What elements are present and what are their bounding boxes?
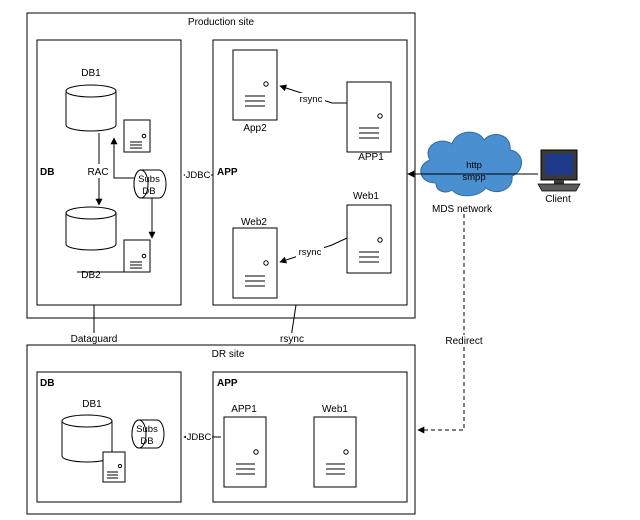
subs-to-db1-arrow bbox=[110, 137, 134, 179]
production-jdbc-label: JDBC bbox=[186, 170, 211, 181]
client-computer-icon bbox=[537, 149, 581, 192]
dr-jdbc-bg bbox=[186, 431, 212, 443]
mds-network-label: MDS network bbox=[432, 204, 493, 215]
rsync-bottom-bg bbox=[296, 246, 324, 258]
production-site-title: Production site bbox=[188, 17, 255, 28]
dr-app1-server-icon bbox=[223, 416, 267, 488]
rac-label: RAC bbox=[87, 167, 108, 178]
redirect-dashed-arrow bbox=[417, 214, 465, 434]
dr-subs-db-label-line2: DB bbox=[140, 436, 153, 447]
dr-site-title: DR site bbox=[212, 349, 245, 360]
subs-db-database-icon bbox=[133, 169, 167, 199]
dr-app1-label: APP1 bbox=[231, 404, 257, 415]
rac-label-bg bbox=[85, 164, 111, 178]
production-app-label: APP bbox=[217, 167, 238, 178]
app1-label: APP1 bbox=[358, 152, 384, 163]
dataguard-bg bbox=[68, 333, 120, 345]
dr-title-bg bbox=[208, 348, 248, 360]
dr-web1-server-icon bbox=[313, 416, 357, 488]
dr-db1-label: DB1 bbox=[82, 399, 102, 410]
app1-server-icon bbox=[346, 81, 392, 153]
db1-server-icon bbox=[123, 119, 151, 153]
rsync-top-bg bbox=[297, 93, 325, 105]
protocols-label-line1: http bbox=[466, 160, 482, 171]
rsync-top-label: rsync bbox=[300, 94, 323, 105]
db1-label: DB1 bbox=[81, 68, 101, 79]
web1-server-icon bbox=[346, 204, 392, 274]
dr-db1-database-icon bbox=[61, 414, 113, 463]
protocols-label-line2: smpp bbox=[462, 172, 485, 183]
app2-server-icon bbox=[232, 49, 278, 121]
dr-web1-label: Web1 bbox=[322, 404, 348, 415]
db2-label: DB2 bbox=[81, 270, 101, 281]
dr-db-label: DB bbox=[40, 378, 54, 389]
rsync-app1-to-app2-arrow bbox=[279, 84, 347, 104]
app2-label: App2 bbox=[243, 123, 267, 134]
db1-database-icon bbox=[65, 84, 117, 132]
subs-db-label-line1: Subs bbox=[138, 174, 160, 185]
dr-jdbc-label: JDBC bbox=[187, 432, 212, 443]
rsync-dr-label: rsync bbox=[280, 334, 304, 345]
rsync-bottom-label: rsync bbox=[299, 247, 322, 258]
db2-database-icon bbox=[65, 206, 117, 251]
dr-app-label: APP bbox=[217, 378, 238, 389]
web2-label: Web2 bbox=[241, 217, 267, 228]
dr-db1-server-icon bbox=[102, 451, 126, 483]
production-db-label: DB bbox=[40, 167, 54, 178]
subs-db-label-line2: DB bbox=[142, 186, 155, 197]
dr-subs-db-label-line1: Subs bbox=[136, 424, 158, 435]
redirect-bg bbox=[443, 335, 485, 347]
client-label: Client bbox=[545, 194, 571, 205]
dataguard-label: Dataguard bbox=[71, 334, 118, 345]
web1-label: Web1 bbox=[353, 191, 379, 202]
mds-network-cloud-icon bbox=[420, 131, 522, 197]
rsync-dr-bg bbox=[278, 333, 306, 345]
web2-server-icon bbox=[232, 227, 278, 299]
redirect-label: Redirect bbox=[445, 336, 482, 347]
dr-subs-db-database-icon bbox=[131, 419, 165, 449]
db2-server-icon bbox=[123, 239, 151, 273]
production-jdbc-bg bbox=[185, 169, 211, 181]
